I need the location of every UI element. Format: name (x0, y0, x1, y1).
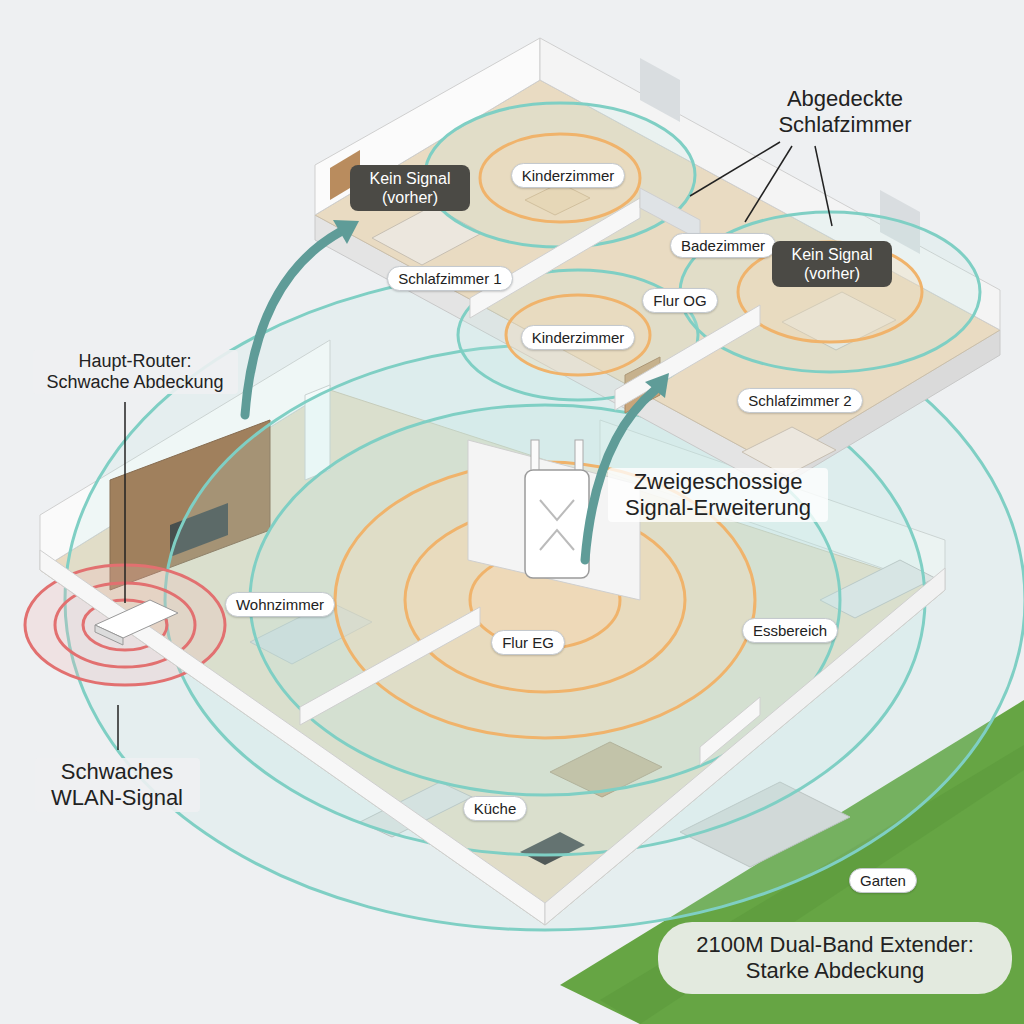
signal-ring (506, 295, 650, 375)
callout-label: Zweigeschossige Signal-Erweiterung (608, 468, 828, 522)
node-text: Garten (860, 872, 906, 889)
node-text: Kinderzimmer (532, 329, 625, 346)
room-label: Flur EG (491, 630, 565, 655)
room-label: Essbereich (742, 618, 838, 643)
node-text: Badezimmer (681, 237, 765, 254)
room-label: Kinderzimmer (521, 325, 636, 350)
node-text: Küche (474, 800, 517, 817)
partition-wall (470, 198, 640, 318)
node-text: Flur OG (653, 292, 706, 309)
room-label: Garten (849, 868, 917, 893)
signal-ring (480, 134, 640, 222)
extender-detail (540, 500, 574, 550)
node-text: Kinderzimmer (522, 167, 615, 184)
leader-line (815, 146, 832, 226)
status-badge: Kein Signal (vorher) (772, 241, 892, 287)
room-label: Küche (463, 796, 528, 821)
node-text: Schlafzimmer 2 (748, 392, 851, 409)
partition-wall (700, 697, 760, 765)
node-text: Schlafzimmer 1 (398, 270, 501, 287)
node-text: Essbereich (753, 622, 827, 639)
signal-arrow (245, 232, 340, 415)
node-text: Flur EG (502, 634, 554, 651)
router (95, 625, 123, 645)
node-text: 2100M Dual-Band Extender: Starke Abdecku… (680, 932, 990, 985)
front-wall (545, 568, 945, 925)
node-text: Wohnzimmer (236, 596, 324, 613)
room-label: Flur OG (642, 288, 717, 313)
signal-label: Schwaches WLAN-Signal (35, 758, 200, 812)
room-label: Badezimmer (670, 233, 776, 258)
arrow-head (645, 373, 669, 398)
leader-line (117, 705, 119, 750)
product-badge: 2100M Dual-Band Extender: Starke Abdecku… (658, 922, 1012, 995)
node-text: Kein Signal (vorher) (360, 169, 460, 207)
partition-wall (300, 607, 480, 725)
room-label: Schlafzimmer 2 (737, 388, 862, 413)
leader-line (124, 402, 126, 603)
arrow-head (333, 220, 359, 244)
front-wall (40, 550, 545, 925)
leader-line (745, 146, 792, 222)
callout-label: Abgedeckte Schlafzimmer (760, 85, 930, 139)
room-label: Kinderzimmer (511, 163, 626, 188)
room-label: Wohnzimmer (225, 592, 335, 617)
node-text: Kein Signal (vorher) (782, 245, 882, 283)
status-badge: Kein Signal (vorher) (350, 165, 470, 211)
extender-device (525, 470, 589, 578)
room-label: Schlafzimmer 1 (387, 266, 512, 291)
router-label: Haupt-Router: Schwache Abdeckung (33, 350, 238, 394)
window (640, 58, 680, 122)
